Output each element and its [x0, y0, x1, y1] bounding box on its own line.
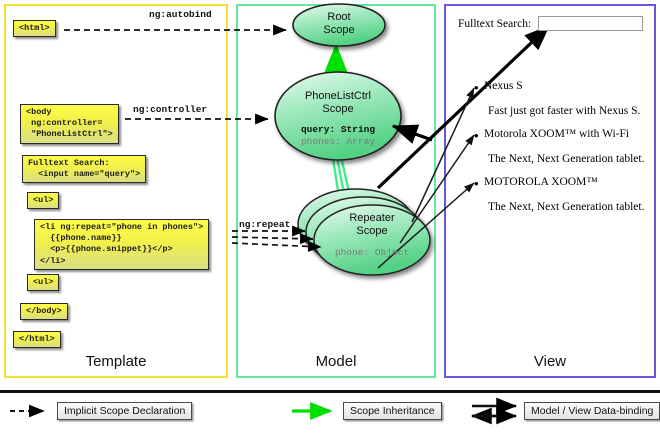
view-phone-name: Motorola XOOM™ with Wi-Fi — [484, 128, 630, 140]
implicit-scope-declaration-arrows — [64, 24, 322, 252]
ul-open-tag-box: <ul> — [27, 192, 60, 210]
legend-arrows — [10, 397, 518, 425]
data-binding-arrows-phone-list — [377, 87, 475, 269]
legend-model-view-data-binding: Model / View Data-binding — [524, 402, 660, 420]
list-bullet: • — [474, 176, 479, 191]
phonelistctrl-scope-ellipse — [274, 71, 402, 161]
view-phone-name: MOTOROLA XOOM™ — [484, 176, 598, 188]
html-close-tag-box: </html> — [13, 331, 61, 349]
view-phone-name: Nexus S — [484, 80, 523, 92]
column-view: View — [444, 4, 656, 378]
root-scope-ellipse — [292, 3, 386, 47]
body-controller-box: <body ng:controller= "PhoneListCtrl"> — [20, 104, 119, 144]
column-label-model: Model — [315, 353, 357, 370]
ul-close-tag-box: <ul> — [27, 274, 60, 292]
column-label-template: Template — [85, 353, 147, 370]
legend: Implicit Scope Declaration Scope Inherit… — [0, 390, 660, 435]
view-phone-snippet: Fast just got faster with Nexus S. — [488, 105, 641, 117]
ng-autobind-label: ng:autobind — [149, 9, 212, 20]
legend-implicit-scope-declaration: Implicit Scope Declaration — [57, 402, 193, 420]
ng-controller-label: ng:controller — [133, 104, 208, 115]
list-bullet: • — [474, 128, 479, 143]
legend-divider — [0, 390, 660, 393]
repeater-scope-ellipse-stack — [297, 188, 431, 276]
html-open-tag-box: <html> — [13, 20, 56, 38]
body-close-tag-box: </body> — [20, 303, 68, 321]
legend-scope-inheritance: Scope Inheritance — [343, 402, 442, 420]
list-bullet: • — [474, 80, 479, 95]
fulltext-search-box: Fulltext Search: <input name="query"> — [22, 155, 147, 184]
view-phone-snippet: The Next, Next Generation tablet. — [488, 201, 645, 213]
view-search-label: Fulltext Search: — [458, 18, 532, 30]
data-binding-arrow-query — [376, 24, 551, 190]
view-search-input[interactable] — [538, 16, 643, 31]
ng-repeat-label: ng:repeat — [239, 219, 291, 230]
column-label-view: View — [533, 353, 567, 370]
column-model: Model — [236, 4, 436, 378]
view-phone-snippet: The Next, Next Generation tablet. — [488, 153, 645, 165]
li-repeat-box: <li ng:repeat="phone in phones"> {{phone… — [34, 219, 210, 270]
